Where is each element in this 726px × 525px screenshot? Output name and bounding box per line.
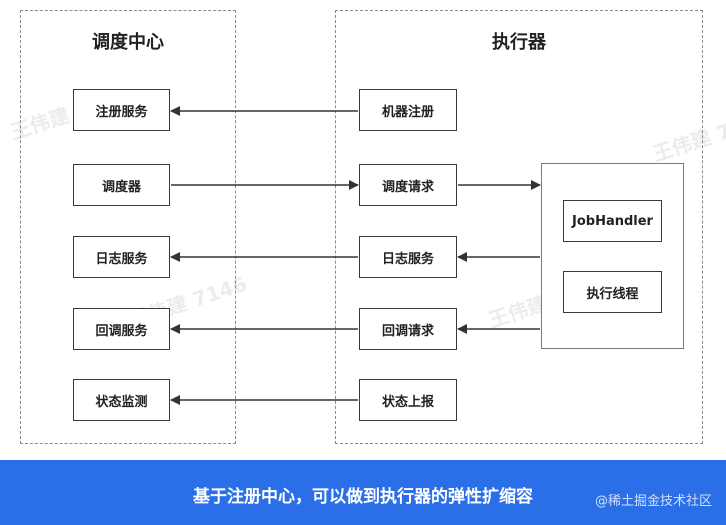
schedule-request-box: 调度请求 (359, 164, 457, 206)
scheduler-box: 调度器 (73, 164, 170, 206)
executor-runtime-container (541, 163, 684, 349)
callback-service-box: 回调服务 (73, 308, 170, 350)
scheduler-center-title: 调度中心 (92, 32, 164, 53)
executor-group (335, 10, 703, 444)
executor-title: 执行器 (492, 32, 546, 53)
executor-log-service-box: 日志服务 (359, 236, 457, 278)
status-monitor-box: 状态监测 (73, 379, 170, 421)
execution-thread-box: 执行线程 (563, 271, 662, 313)
jobhandler-box: JobHandler (563, 200, 662, 242)
register-service-box: 注册服务 (73, 89, 170, 131)
connector-arrows (170, 106, 541, 405)
scheduler-center-group (20, 10, 236, 444)
log-service-box: 日志服务 (73, 236, 170, 278)
caption-text: 基于注册中心，可以做到执行器的弹性扩缩容 (193, 487, 533, 507)
callback-request-box: 回调请求 (359, 308, 457, 350)
machine-register-box: 机器注册 (359, 89, 457, 131)
status-report-box: 状态上报 (359, 379, 457, 421)
caption-bar (0, 460, 726, 525)
brand-watermark: @稀土掘金技术社区 (594, 494, 712, 509)
